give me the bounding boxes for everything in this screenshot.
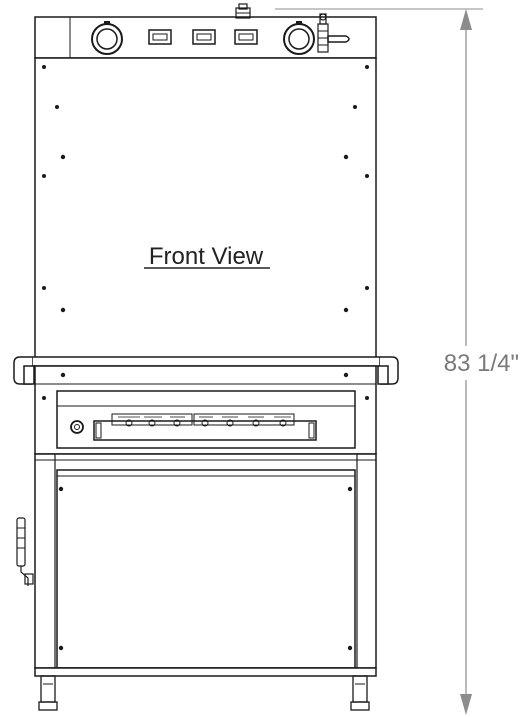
front-view-label: Front View bbox=[149, 243, 264, 270]
dimension-text-gap bbox=[425, 346, 523, 380]
top-valve-fitting bbox=[235, 3, 251, 19]
height-dimension bbox=[275, 8, 523, 715]
recessed-control-panel bbox=[56, 390, 356, 449]
machine bbox=[13, 3, 399, 711]
upper-cabinet-fasteners bbox=[42, 65, 369, 313]
middle-fasteners bbox=[42, 372, 369, 400]
control-switch-1 bbox=[148, 29, 172, 45]
base-rail bbox=[34, 667, 377, 677]
middle-cabinet bbox=[34, 365, 377, 455]
pressure-gauge-left bbox=[91, 21, 123, 55]
control-switch-3 bbox=[234, 29, 258, 45]
control-switch-2 bbox=[192, 29, 216, 45]
side-handle-valve bbox=[317, 13, 350, 53]
upper-cabinet bbox=[34, 57, 377, 359]
pressure-gauge-right bbox=[283, 21, 315, 55]
outlet-strip bbox=[93, 413, 317, 441]
dimension-arrow-bottom bbox=[460, 694, 472, 715]
leveling-foot-right bbox=[350, 675, 370, 711]
lower-cabinet-frame bbox=[34, 453, 377, 669]
side-lever bbox=[16, 517, 34, 586]
top-control-panel bbox=[34, 3, 377, 59]
height-dimension-label: 83 1/4" bbox=[444, 350, 519, 377]
leveling-foot-left bbox=[38, 675, 58, 711]
lower-door-fasteners bbox=[58, 486, 353, 651]
start-button bbox=[70, 420, 84, 434]
dimension-arrow-top bbox=[460, 9, 472, 30]
